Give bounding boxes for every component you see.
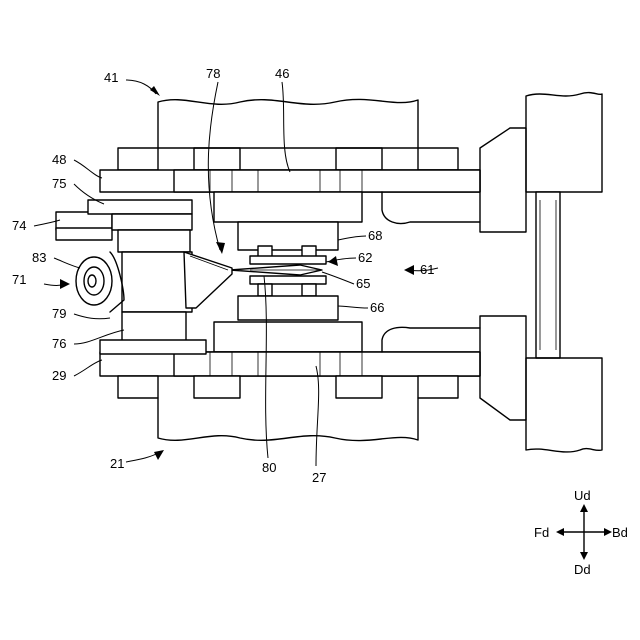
label-62: 62 <box>358 250 372 265</box>
label-74: 74 <box>12 218 26 233</box>
label-75: 75 <box>52 176 66 191</box>
press-frame-right <box>382 93 602 452</box>
leader-arrowheads <box>60 86 414 460</box>
label-46: 46 <box>275 66 289 81</box>
tool-unit-71 <box>56 200 232 354</box>
arrow-down-icon <box>580 552 588 560</box>
label-21: 21 <box>110 456 124 471</box>
label-29: 29 <box>52 368 66 383</box>
upper-base-41 <box>118 99 458 170</box>
label-41: 41 <box>104 70 118 85</box>
lower-base-21 <box>118 376 458 441</box>
arrow-right-icon <box>604 528 612 536</box>
direction-front-label: Fd <box>534 525 549 540</box>
lower-die-block <box>214 322 362 352</box>
upper-holder-68 <box>238 222 338 264</box>
workpiece-65 <box>230 265 322 275</box>
label-80: 80 <box>262 460 276 475</box>
lower-plate-29 <box>100 352 480 376</box>
direction-up-label: Ud <box>574 488 591 503</box>
label-65: 65 <box>356 276 370 291</box>
label-71: 71 <box>12 272 26 287</box>
direction-back-label: Bd <box>612 525 628 540</box>
label-27: 27 <box>312 470 326 485</box>
label-68: 68 <box>368 228 382 243</box>
direction-indicator: Ud Fd Bd Dd <box>534 488 628 577</box>
arrow-left-icon <box>556 528 564 536</box>
arrow-up-icon <box>580 504 588 512</box>
lower-holder-66 <box>238 276 338 320</box>
upper-die-block-46 <box>214 192 362 222</box>
upper-plate-48 <box>100 170 480 192</box>
label-48: 48 <box>52 152 66 167</box>
label-78: 78 <box>206 66 220 81</box>
label-83: 83 <box>32 250 46 265</box>
label-79: 79 <box>52 306 66 321</box>
label-66: 66 <box>370 300 384 315</box>
label-76: 76 <box>52 336 66 351</box>
direction-down-label: Dd <box>574 562 591 577</box>
